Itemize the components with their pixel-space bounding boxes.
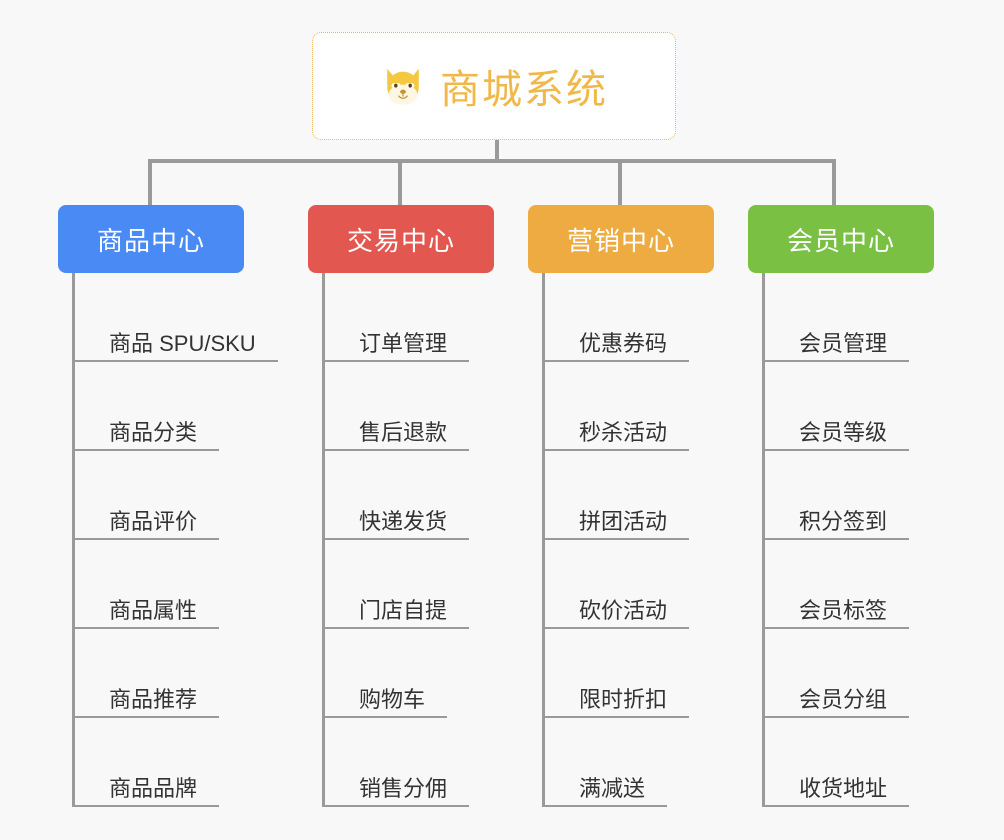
connector-root-stem: [495, 140, 499, 162]
leaf-item[interactable]: 购物车: [325, 629, 528, 718]
leaf-item[interactable]: 限时折扣: [545, 629, 748, 718]
leaf-underline: [325, 805, 469, 807]
leaf-underline: [765, 627, 909, 629]
leaf-underline: [75, 360, 278, 362]
leaf-underline: [765, 449, 909, 451]
leaf-label: 门店自提: [359, 597, 448, 623]
category-box-trade-center[interactable]: 交易中心: [308, 205, 494, 273]
leaf-item[interactable]: 快递发货: [325, 451, 528, 540]
category-box-marketing-center[interactable]: 营销中心: [528, 205, 714, 273]
connector-drop-1: [148, 159, 152, 205]
leaf-label: 收货地址: [799, 775, 888, 801]
leaf-label: 快递发货: [359, 508, 448, 534]
connector-drop-4: [832, 159, 836, 205]
leaf-list-marketing-center: 优惠券码秒杀活动拼团活动砍价活动限时折扣满减送: [542, 273, 748, 807]
leaf-label: 砍价活动: [579, 597, 668, 623]
leaf-item[interactable]: 商品品牌: [75, 718, 278, 807]
leaf-item[interactable]: 积分签到: [765, 451, 968, 540]
connector-horizontal-bus: [148, 159, 836, 163]
leaf-label: 满减送: [579, 775, 646, 801]
leaf-item[interactable]: 优惠券码: [545, 273, 748, 362]
leaf-label: 会员管理: [799, 330, 888, 356]
leaf-label: 商品品牌: [109, 775, 198, 801]
leaf-label: 拼团活动: [579, 508, 668, 534]
leaf-list-trade-center: 订单管理售后退款快递发货门店自提购物车销售分佣: [322, 273, 528, 807]
connector-drop-2: [398, 159, 402, 205]
leaf-underline: [325, 627, 469, 629]
leaf-item[interactable]: 满减送: [545, 718, 748, 807]
leaf-underline: [75, 627, 219, 629]
leaf-underline: [765, 360, 909, 362]
leaf-item[interactable]: 会员标签: [765, 540, 968, 629]
branch-column-3: 营销中心优惠券码秒杀活动拼团活动砍价活动限时折扣满减送: [528, 205, 748, 807]
leaf-item[interactable]: 收货地址: [765, 718, 968, 807]
leaf-item[interactable]: 秒杀活动: [545, 362, 748, 451]
branch-column-4: 会员中心会员管理会员等级积分签到会员标签会员分组收货地址: [748, 205, 968, 807]
leaf-label: 会员标签: [799, 597, 888, 623]
leaf-label: 售后退款: [359, 419, 448, 445]
leaf-label: 商品评价: [109, 508, 198, 534]
leaf-underline: [545, 716, 689, 718]
leaf-label: 秒杀活动: [579, 419, 668, 445]
leaf-underline: [75, 805, 219, 807]
category-label: 会员中心: [786, 225, 895, 256]
leaf-list-member-center: 会员管理会员等级积分签到会员标签会员分组收货地址: [762, 273, 968, 807]
leaf-item[interactable]: 商品属性: [75, 540, 278, 629]
category-box-product-center[interactable]: 商品中心: [58, 205, 244, 273]
leaf-item[interactable]: 商品推荐: [75, 629, 278, 718]
leaf-item[interactable]: 拼团活动: [545, 451, 748, 540]
leaf-label: 购物车: [359, 686, 426, 712]
leaf-label: 销售分佣: [359, 775, 448, 801]
category-label: 交易中心: [346, 225, 455, 256]
leaf-underline: [765, 805, 909, 807]
leaf-underline: [545, 627, 689, 629]
leaf-underline: [75, 716, 219, 718]
leaf-underline: [75, 538, 219, 540]
leaf-label: 积分签到: [799, 508, 888, 534]
leaf-item[interactable]: 售后退款: [325, 362, 528, 451]
leaf-item[interactable]: 销售分佣: [325, 718, 528, 807]
leaf-label: 商品推荐: [109, 686, 198, 712]
root-node[interactable]: 商城系统: [312, 32, 676, 140]
branch-column-2: 交易中心订单管理售后退款快递发货门店自提购物车销售分佣: [308, 205, 528, 807]
leaf-item[interactable]: 商品 SPU/SKU: [75, 273, 278, 362]
leaf-underline: [325, 360, 469, 362]
leaf-label: 商品分类: [109, 419, 198, 445]
leaf-label: 会员分组: [799, 686, 888, 712]
connector-drop-3: [618, 159, 622, 205]
leaf-underline: [545, 538, 689, 540]
leaf-underline: [325, 538, 469, 540]
leaf-underline: [545, 360, 689, 362]
leaf-label: 限时折扣: [579, 686, 668, 712]
root-title: 商城系统: [440, 68, 608, 112]
leaf-item[interactable]: 门店自提: [325, 540, 528, 629]
branch-column-1: 商品中心商品 SPU/SKU 商品分类商品评价商品属性商品推荐商品品牌: [58, 205, 278, 807]
leaf-label: 优惠券码: [579, 330, 668, 356]
leaf-underline: [325, 449, 469, 451]
leaf-item[interactable]: 订单管理: [325, 273, 528, 362]
leaf-underline: [765, 538, 909, 540]
category-label: 商品中心: [96, 225, 205, 256]
leaf-label: 商品 SPU/SKU: [109, 330, 256, 356]
leaf-item[interactable]: 会员管理: [765, 273, 968, 362]
leaf-label: 会员等级: [799, 419, 888, 445]
leaf-label: 商品属性: [109, 597, 198, 623]
leaf-underline: [325, 716, 447, 718]
leaf-item[interactable]: 商品评价: [75, 451, 278, 540]
category-box-member-center[interactable]: 会员中心: [748, 205, 934, 273]
leaf-underline: [765, 716, 909, 718]
category-label: 营销中心: [566, 225, 675, 256]
leaf-item[interactable]: 会员分组: [765, 629, 968, 718]
leaf-item[interactable]: 砍价活动: [545, 540, 748, 629]
dog-face-icon: [380, 63, 426, 109]
leaf-underline: [545, 449, 689, 451]
leaf-item[interactable]: 会员等级: [765, 362, 968, 451]
leaf-list-product-center: 商品 SPU/SKU 商品分类商品评价商品属性商品推荐商品品牌: [72, 273, 278, 807]
leaf-underline: [75, 449, 219, 451]
leaf-item[interactable]: 商品分类: [75, 362, 278, 451]
leaf-label: 订单管理: [359, 330, 448, 356]
leaf-underline: [545, 805, 667, 807]
